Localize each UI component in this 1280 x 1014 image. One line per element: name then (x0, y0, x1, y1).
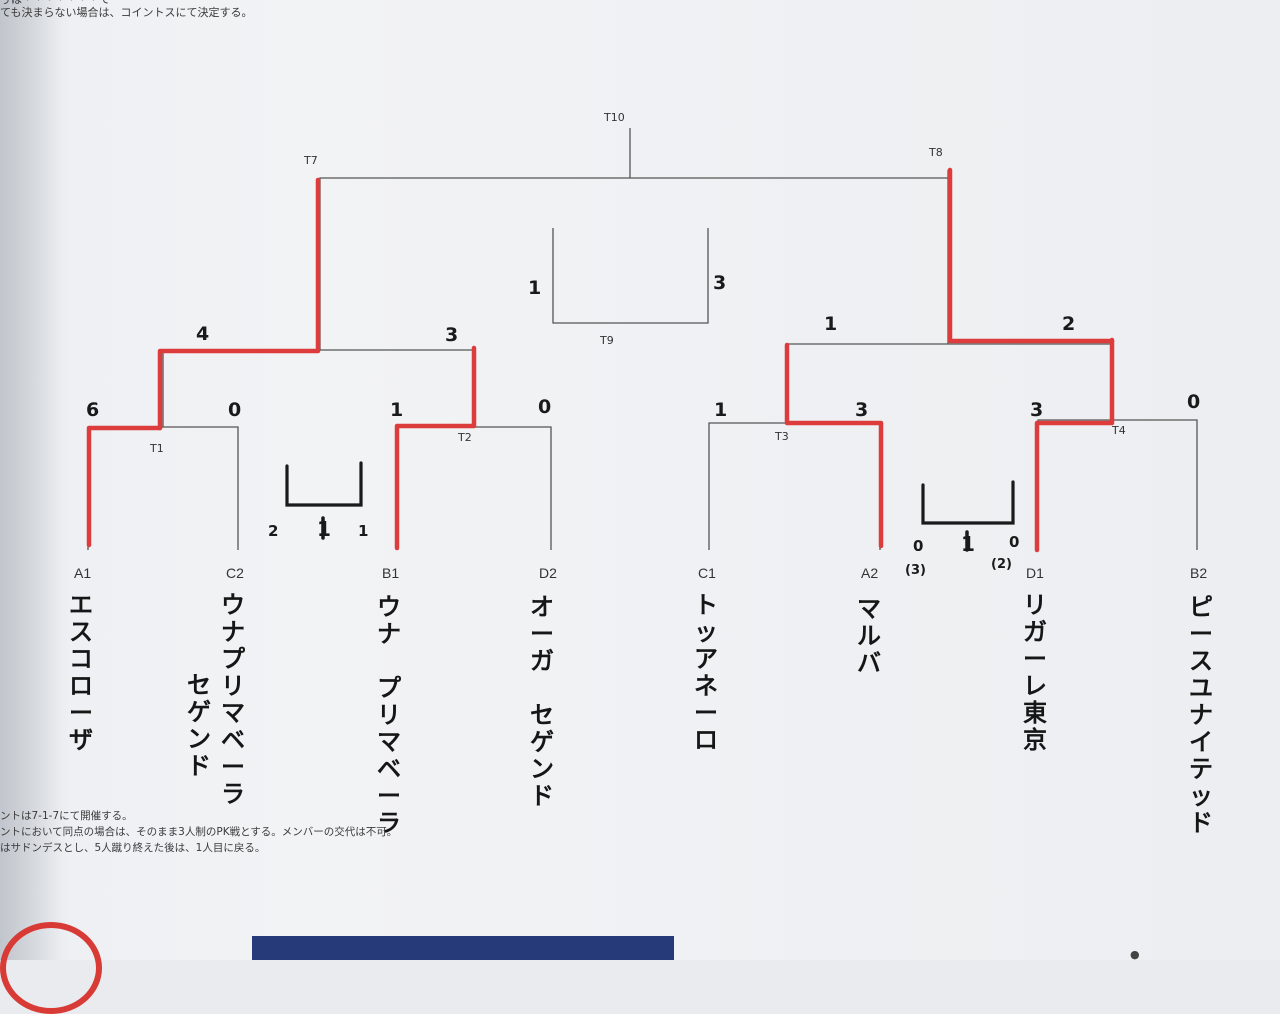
winner-path-t2 (394, 345, 477, 551)
score-t3-c1: 1 (714, 399, 727, 421)
paper-sheet (0, 0, 1280, 960)
score-t9-left: 1 (528, 277, 541, 299)
bracket-t7-lower (162, 349, 476, 427)
league-left-a: 2 (268, 522, 278, 540)
league-right-a-pk: (3) (905, 563, 926, 578)
score-t7-right: 3 (445, 324, 458, 346)
score-t1-c2: 0 (228, 399, 241, 421)
bracket-t3 (708, 422, 881, 550)
team-name-c2-line2: セ ゲ ン ド (187, 671, 211, 780)
bottom-mark: ● (1130, 948, 1140, 961)
league-sketch-left (285, 461, 363, 540)
round-label-t4: T4 (1111, 424, 1126, 437)
team-code-c2: C2 (226, 565, 244, 581)
winner-path-t3 (784, 342, 884, 549)
score-t2-d2: 0 (538, 396, 551, 418)
score-t7-left: 4 (196, 323, 209, 345)
league-left-b: 1 (317, 517, 331, 541)
red-logo-arc (0, 922, 102, 1014)
score-t1-a1: 6 (86, 399, 99, 421)
bracket-t9 (552, 228, 709, 324)
score-t8-right: 2 (1062, 313, 1075, 335)
winner-path-t1 (86, 425, 163, 548)
header-note: ぅは・・・・・・・て ても決まらない場合は、コイントスにて決定する。 (0, 0, 253, 19)
rules-note: ントにおいて同点の場合は、そのまま3人制のPK戦とする。メンバーの交代は不可。 (0, 826, 398, 838)
score-t2-b1: 1 (390, 399, 403, 421)
score-t8-left: 1 (824, 313, 837, 335)
league-left-c: 1 (358, 522, 368, 540)
winner-path (86, 167, 1115, 553)
team-name-d1: リ ガ ー レ 東 京 (1023, 591, 1047, 754)
round-label-t1: T1 (149, 442, 164, 455)
winner-path-t7a (157, 348, 321, 431)
team-code-b1: B1 (382, 565, 399, 581)
score-t4-d1: 3 (1030, 399, 1043, 421)
team-code-b2: B2 (1190, 565, 1207, 581)
winner-path-t4 (1034, 337, 1115, 553)
round-label-t10: T10 (603, 111, 625, 124)
league-right-b: 1 (961, 532, 975, 556)
round-label-t2: T2 (457, 431, 472, 444)
league-sketch-right (921, 480, 1015, 552)
team-name-a1: エ ス コ ロ ー ザ (69, 591, 93, 754)
round-label-t9: T9 (599, 334, 614, 347)
league-right-c: 0 (1009, 533, 1019, 551)
team-code-a2: A2 (861, 565, 878, 581)
bracket-t8-lower (787, 343, 1114, 423)
bracket-t7-upper (319, 177, 948, 350)
team-code-c1: C1 (698, 565, 716, 581)
team-code-d2: D2 (539, 565, 557, 581)
team-name-c2: ウ ナ プ リ マ ベ ー ラ (221, 591, 245, 808)
team-name-c1: ト ッ ア ネ ー ロ (694, 591, 718, 754)
team-name-b2: ピ ー ス ユ ナ イ テ ッ ド (1189, 593, 1213, 837)
team-name-b1: ウ ナ プ リ マ ベ ー ラ (377, 593, 401, 837)
league-right-a: 0 (913, 537, 923, 555)
round-label-t7: T7 (303, 154, 318, 167)
rules-note: ントは7-1-7にて開催する。 (0, 810, 133, 822)
team-name-d2: オ ー ガ セ ゲ ン ド (530, 593, 554, 810)
league-right-c-pk: (2) (991, 557, 1012, 572)
tournament-bracket: T10 T7 T8 T9 T1 T2 T3 T4 6 0 1 0 1 3 3 0… (74, 111, 1207, 581)
team-code-d1: D1 (1026, 565, 1044, 581)
team-code-a1: A1 (74, 565, 91, 581)
rules-notes: ントは7-1-7にて開催する。 ントにおいて同点の場合は、そのまま3人制のPK戦… (0, 808, 397, 856)
team-name-a2: マ ル バ (857, 595, 881, 677)
paper-shadow (0, 0, 60, 960)
winner-path-t8 (947, 167, 1115, 344)
navy-banner (252, 936, 674, 960)
bracket-t2 (397, 426, 552, 550)
round-label-t3: T3 (774, 430, 789, 443)
score-t9-right: 3 (713, 272, 726, 294)
score-t4-b2: 0 (1187, 391, 1200, 413)
rules-note: はサドンデスとし、5人蹴り終えた後は、1人目に戻る。 (0, 842, 266, 854)
round-label-t8: T8 (928, 146, 943, 159)
bracket-t4 (1037, 419, 1198, 550)
score-t3-a2: 3 (855, 399, 868, 421)
